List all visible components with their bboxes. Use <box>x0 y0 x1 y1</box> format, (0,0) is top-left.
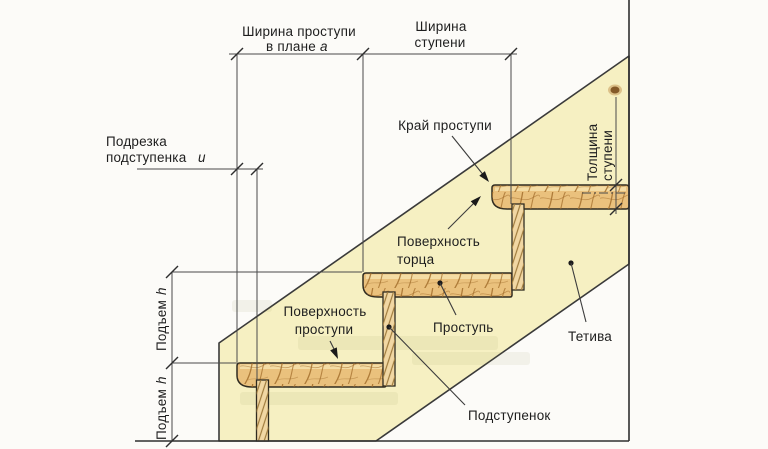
label-tread-width-plan-line1: Ширина проступи <box>242 24 356 39</box>
label-tread-surface-line2: проступи <box>295 322 354 337</box>
label-tread-edge: Край проступи <box>398 118 492 133</box>
ghost-smudge <box>412 352 530 365</box>
label-step-thickness-line2: ступени <box>600 130 615 181</box>
leader-tread-surface <box>329 340 338 359</box>
label-step-width-line2: ступени <box>414 35 465 50</box>
label-tread: Проступь <box>433 320 494 335</box>
leader-end-surface <box>447 196 481 230</box>
ghost-smudge <box>232 300 272 312</box>
label-rise-upper: Подъем <box>154 300 169 351</box>
tread-top <box>491 184 630 210</box>
labels: Ширина проступи в плане a Ширина ступени… <box>106 19 615 440</box>
riser-bottom <box>255 379 270 442</box>
dimension-lines <box>137 53 628 441</box>
label-step-width-line1: Ширина <box>415 19 466 34</box>
label-rise-lower-var: h <box>154 376 169 384</box>
label-riser-undercut-line2: подступенка <box>106 150 187 165</box>
label-step-thickness-line1: Толщина <box>585 123 600 181</box>
leader-riser <box>386 324 466 406</box>
dimension-ticks <box>165 47 623 448</box>
label-tread-width-plan-line2: в плане <box>266 39 316 54</box>
tread-middle <box>362 272 513 298</box>
label-riser-undercut-line1: Подрезка <box>106 134 167 149</box>
ghost-smudge <box>240 392 398 405</box>
leader-stringer <box>568 260 587 323</box>
label-riser: Подступенок <box>468 408 551 423</box>
label-rise-upper-var: h <box>154 287 169 295</box>
label-rise-lower: Подъем <box>154 389 169 440</box>
riser-top <box>511 203 525 291</box>
ghost-smudge <box>298 336 498 350</box>
label-tread-surface-line1: Поверхность <box>284 304 367 319</box>
label-riser-undercut-var: и <box>198 150 206 165</box>
leader-tread-edge <box>451 135 489 182</box>
stringer-board <box>218 55 630 442</box>
leader-tread <box>437 280 457 316</box>
label-end-surface-line1: Поверхность <box>397 234 480 249</box>
label-tread-width-plan-var: a <box>320 39 328 54</box>
riser-middle <box>382 291 396 387</box>
wood-knot <box>608 84 622 96</box>
label-end-surface-line2: торца <box>397 252 435 267</box>
label-stringer: Тетива <box>568 329 612 344</box>
